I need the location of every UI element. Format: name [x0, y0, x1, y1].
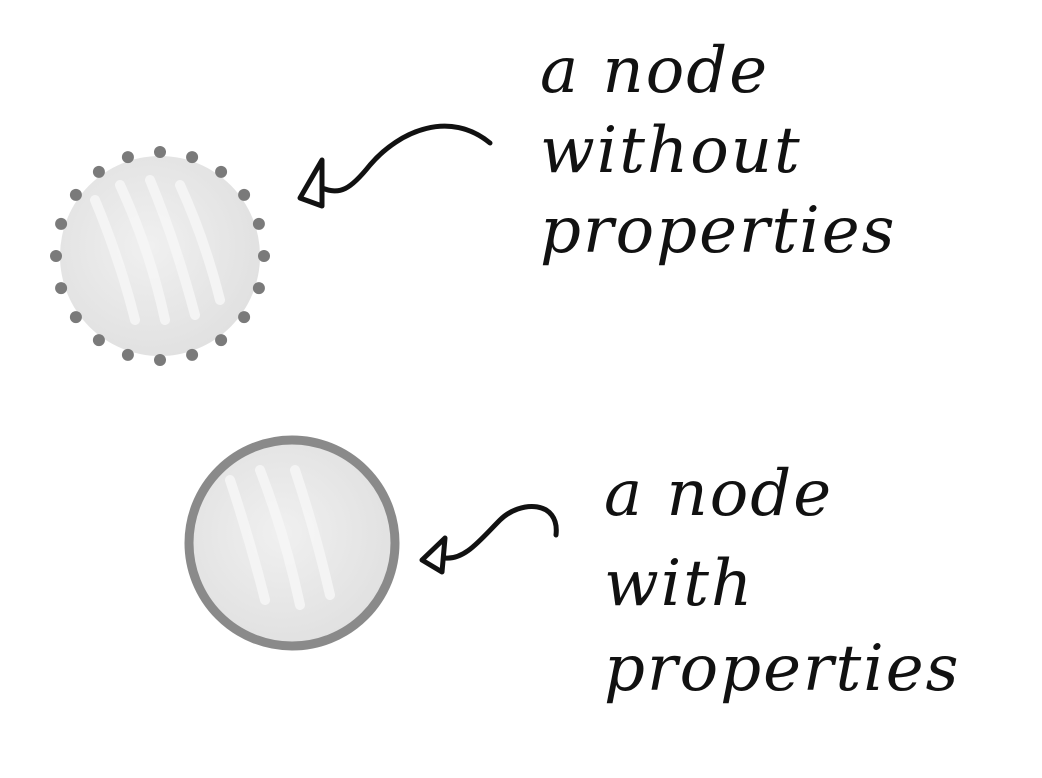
- border-dot: [121, 348, 134, 361]
- border-dot: [215, 165, 228, 178]
- node-dotted-border: [50, 146, 270, 366]
- border-dot: [92, 334, 105, 347]
- border-dot: [215, 334, 228, 347]
- border-dot: [238, 311, 251, 324]
- border-dot: [121, 151, 134, 164]
- label-line-3: properties: [540, 194, 896, 268]
- node-without-properties: [50, 146, 270, 366]
- border-dot: [55, 217, 68, 230]
- border-dot: [50, 250, 62, 262]
- arrow-to-node-without-properties: [297, 123, 493, 209]
- arrow-curve: [442, 504, 559, 561]
- border-dot: [186, 348, 199, 361]
- border-dot: [154, 354, 166, 366]
- node-fill: [60, 156, 260, 356]
- node-hatching: [225, 465, 335, 610]
- border-dot: [69, 311, 82, 324]
- border-dot: [186, 151, 199, 164]
- border-dot: [252, 282, 265, 295]
- node-with-properties-label: a node with properties: [604, 457, 960, 706]
- label-line-2: without: [540, 114, 802, 188]
- border-dot: [252, 217, 265, 230]
- border-dot: [69, 188, 82, 201]
- arrow-head: [297, 157, 325, 209]
- node-with-properties: [184, 435, 400, 651]
- arrow-curve: [319, 123, 493, 194]
- border-dot: [258, 250, 270, 262]
- border-dot: [92, 165, 105, 178]
- label-line-1: a node: [540, 34, 769, 108]
- arrow-to-node-with-properties: [419, 504, 559, 575]
- arrow-head: [419, 535, 448, 575]
- border-dot: [154, 146, 166, 158]
- border-dot: [55, 282, 68, 295]
- label-line-2: with: [604, 547, 754, 621]
- node-without-properties-label: a node without properties: [540, 34, 896, 268]
- label-line-3: properties: [604, 632, 960, 706]
- border-dot: [238, 188, 251, 201]
- node-hatching: [90, 175, 225, 325]
- node-solid-border: [184, 435, 400, 651]
- node-fill: [192, 443, 392, 643]
- label-line-1: a node: [604, 457, 833, 531]
